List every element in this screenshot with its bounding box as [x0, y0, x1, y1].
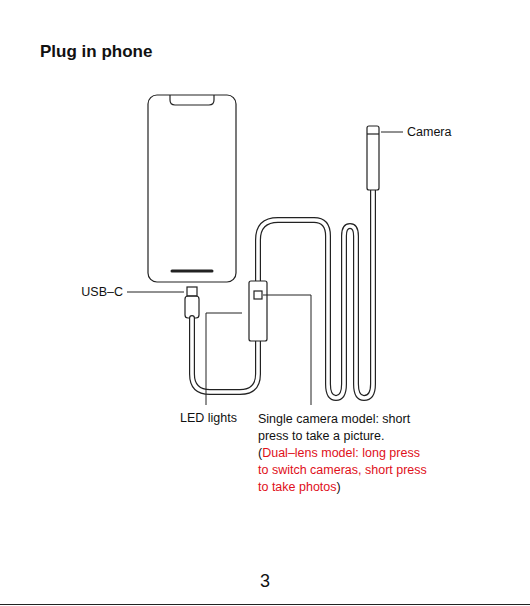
- note-text: Single camera model: short press to take…: [258, 411, 430, 445]
- button: [254, 291, 262, 299]
- control-box: [249, 281, 267, 341]
- leader-line: [381, 132, 403, 133]
- leader-line: [206, 313, 242, 405]
- part-label: Camera: [407, 125, 451, 139]
- note-text: (Dual–lens model: long press to switch c…: [258, 445, 430, 496]
- leader-line: [263, 295, 311, 405]
- parenthesis: ): [337, 480, 341, 494]
- probe-cable-fill: [258, 190, 373, 398]
- part-label: LED lights: [180, 411, 237, 425]
- leader-line: [127, 292, 184, 293]
- phone-notch: [170, 95, 214, 105]
- cable: [192, 318, 258, 392]
- part-label: USB–C: [81, 285, 123, 299]
- parenthesis: (: [258, 446, 262, 460]
- note: Single camera model: short press to take…: [258, 411, 430, 496]
- usb-c-connector: [187, 287, 197, 296]
- camera-probe: [367, 126, 379, 190]
- title: Plug in phone: [40, 42, 152, 62]
- page-rule: [0, 604, 530, 605]
- home-bar: [172, 270, 212, 273]
- probe-cable: [258, 190, 373, 398]
- note-text-red: Dual–lens model: long press to switch ca…: [258, 446, 427, 494]
- phone-body: [148, 95, 236, 282]
- usb-c-plug: [185, 296, 199, 318]
- cable-fill: [192, 318, 258, 392]
- camera-lens-line: [367, 133, 379, 134]
- page-number: 3: [260, 571, 270, 592]
